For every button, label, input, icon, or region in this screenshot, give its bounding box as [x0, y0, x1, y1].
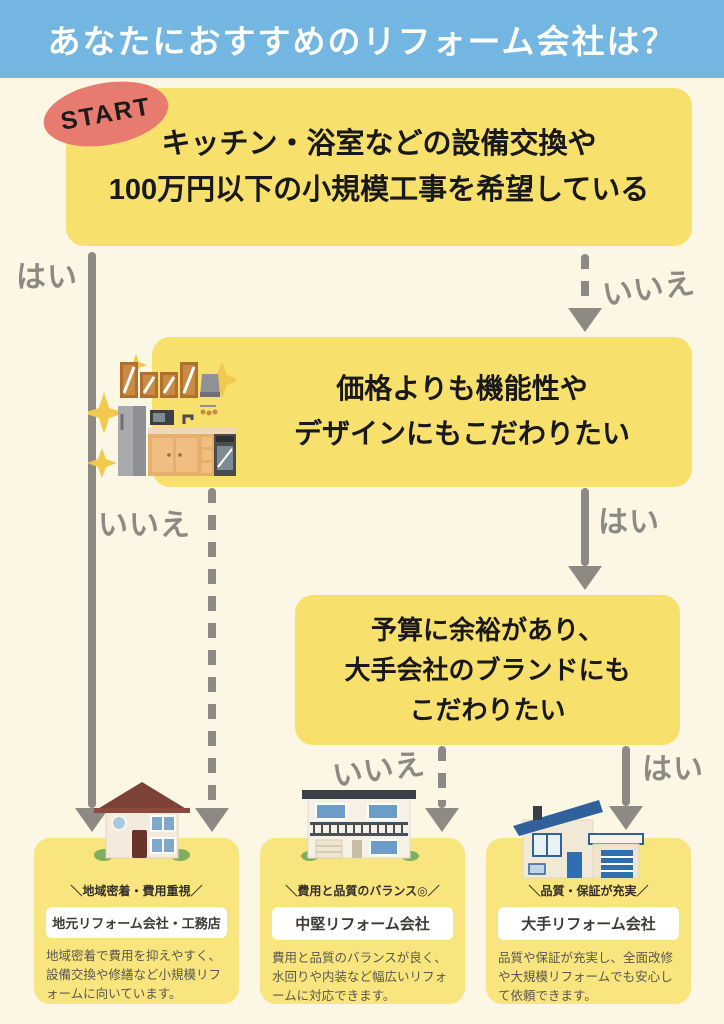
arrow-q2-no [195, 488, 229, 832]
arrow-shaft [581, 488, 589, 566]
start-label: START [58, 91, 154, 136]
arrow-shaft [581, 254, 589, 308]
question-line: 大手会社のブランドにも [344, 654, 631, 685]
result-tag: ＼品質・保証が充実／ [528, 884, 649, 898]
question-box-design-priority: 価格よりも機能性や デザインにもこだわりたい [152, 337, 692, 487]
midsize-house-illustration [301, 790, 419, 861]
edge-label-q3-yes: はい [642, 753, 704, 786]
result-title: 中堅リフォーム会社 [272, 907, 453, 940]
result-description: 地域密着で費用を抑えやすく、設備交換や修繕など小規模リフォームに向いています。 [46, 949, 222, 1001]
result-card-midsize: ＼費用と品質のバランス◎／ 中堅リフォーム会社 費用と品質のバランスが良く、水回… [260, 838, 465, 1004]
result-tag: ＼費用と品質のバランス◎／ [285, 884, 440, 898]
arrow-q3-yes [609, 746, 643, 830]
header-bar: あなたにおすすめのリフォーム会社は？ [0, 0, 724, 78]
arrow-q3-no [425, 746, 459, 832]
arrow-q1-no [568, 254, 602, 332]
result-card-local: ＼地域密着・費用重視／ 地元リフォーム会社・工務店 地域密着で費用を抑えやすく、… [34, 838, 239, 1004]
arrow-head-icon [568, 308, 602, 332]
question-line: デザインにもこだわりたい [293, 418, 630, 449]
question-line: 予算に余裕があり、 [371, 614, 604, 645]
arrow-shaft [622, 746, 630, 806]
result-title: 大手リフォーム会社 [498, 907, 679, 940]
edge-label-q2-no: いいえ [98, 509, 191, 542]
edge-label-q1-no: いいえ [600, 266, 698, 313]
result-tag: ＼地域密着・費用重視／ [70, 884, 203, 898]
arrow-head-icon [425, 808, 459, 832]
arrow-shaft [208, 488, 216, 808]
result-description: 品質や保証が充実し、全面改修や大規模リフォームでも安心して依頼できます。 [498, 951, 674, 1003]
page-title: あなたにおすすめのリフォーム会社は？ [47, 23, 677, 60]
edge-label-q2-yes: はい [598, 506, 660, 539]
question-line: 価格よりも機能性や [336, 373, 588, 405]
local-house-illustration [94, 782, 190, 861]
kitchen-illustration [88, 354, 236, 478]
arrow-head-icon [568, 566, 602, 590]
result-card-major: ＼品質・保証が充実／ 大手リフォーム会社 品質や保証が充実し、全面改修や大規模リ… [486, 838, 691, 1004]
arrow-head-icon [195, 808, 229, 832]
arrow-q2-yes [568, 488, 602, 590]
arrow-head-icon [609, 806, 643, 830]
arrow-shaft [88, 252, 96, 808]
arrow-shaft [438, 746, 446, 808]
question-line: こだわりたい [409, 695, 566, 726]
result-title: 地元リフォーム会社・工務店 [46, 907, 227, 938]
question-box-small-works: キッチン・浴室などの設備交換や 100万円以下の小規模工事を希望している [66, 88, 692, 246]
question-box-budget-brand: 予算に余裕があり、 大手会社のブランドにも こだわりたい [295, 595, 680, 745]
result-description: 費用と品質のバランスが良く、水回りや内装など幅広いリフォームに対応できます。 [272, 951, 448, 1003]
question-line: 100万円以下の小規模工事を希望している [108, 174, 650, 206]
edge-label-q1-yes: はい [16, 261, 78, 294]
question-line: キッチン・浴室などの設備交換や [161, 127, 597, 160]
major-house-illustration [513, 800, 644, 879]
